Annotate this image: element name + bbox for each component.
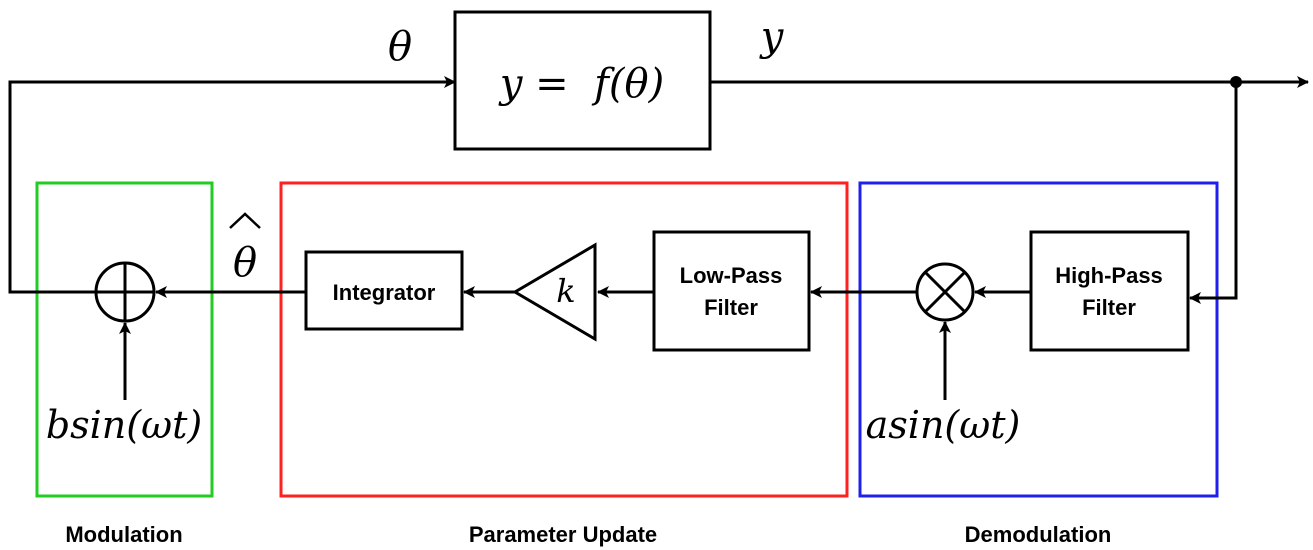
modulation-caption: Modulation: [65, 522, 182, 547]
low-pass-label-line1: Low-Pass: [680, 263, 783, 288]
integrator-block: [304, 250, 464, 331]
multiplier-icon: [915, 262, 975, 322]
modulation-signal-label: bsin(ωt): [46, 403, 202, 447]
demodulation-signal-label: asin(ωt): [866, 403, 1021, 447]
summing-junction-icon: [94, 261, 156, 323]
feedback-path-to-plant: [8, 76, 456, 294]
high-pass-label-line1: High-Pass: [1055, 263, 1163, 288]
theta-hat-accent: [229, 212, 261, 229]
gain-label: k: [556, 272, 575, 310]
demodulation-caption: Demodulation: [965, 522, 1112, 547]
high-pass-label-line2: Filter: [1082, 295, 1136, 320]
high-pass-filter-block: [1029, 230, 1190, 352]
demodulation-frame: [858, 181, 1219, 498]
theta-hat-label: θ: [233, 240, 257, 286]
parameter-update-frame: [279, 181, 849, 498]
gain-block: [512, 242, 597, 342]
plant-equation: y = f(θ): [498, 61, 664, 107]
low-pass-label-line2: Filter: [704, 295, 758, 320]
plant-block: [453, 10, 712, 151]
integrator-label: Integrator: [333, 280, 436, 305]
theta-label: θ: [388, 24, 412, 70]
branch-to-high-pass: [1189, 82, 1238, 304]
parameter-update-caption: Parameter Update: [469, 522, 657, 547]
modulation-frame: [35, 181, 214, 498]
low-pass-filter-block: [652, 230, 811, 352]
y-label: y: [759, 14, 785, 60]
